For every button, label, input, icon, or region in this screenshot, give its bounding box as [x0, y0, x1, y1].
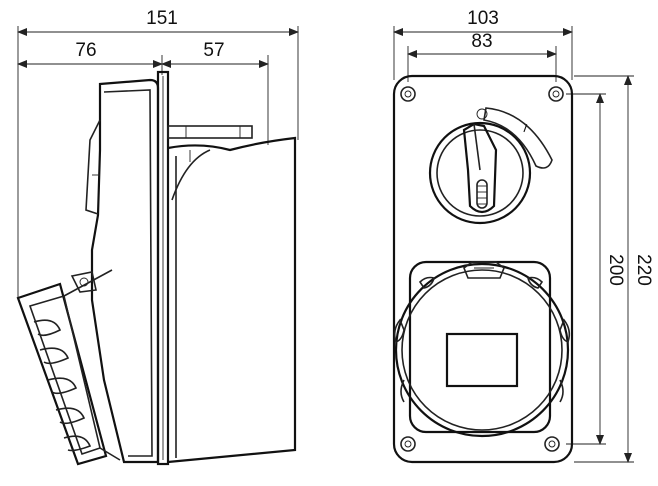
socket-top-tab: [463, 261, 505, 279]
side-top-rib: [167, 125, 253, 139]
dimension-76: 76: [17, 40, 163, 68]
side-cover-inner-line: [103, 89, 153, 457]
dimension-83: 83: [407, 31, 557, 58]
side-rear-curve: [171, 149, 211, 201]
dimension-label-83: 83: [471, 31, 492, 52]
screw-top-left: [400, 86, 416, 102]
dimension-57: 57: [161, 40, 269, 68]
side-rear-box: [167, 136, 297, 464]
dimension-label-57: 57: [203, 40, 224, 61]
dimension-label-200: 200: [605, 254, 626, 286]
dimension-label-220: 220: [633, 254, 654, 286]
switch-knob-handle: [462, 122, 498, 214]
dimension-220: 220: [624, 75, 654, 463]
screw-top-right: [548, 86, 564, 102]
side-lid-ribs: [33, 319, 92, 452]
switch-on-mark: I: [521, 121, 529, 135]
side-cover-bump: [85, 119, 101, 215]
dimension-200: 200: [596, 93, 626, 445]
side-front-cover: [90, 78, 160, 464]
switch-position-arc: [483, 107, 553, 169]
dimension-label-151: 151: [146, 8, 178, 29]
side-view: 151 76 57: [16, 8, 299, 466]
side-flange: [156, 70, 170, 466]
switch-grip: [476, 179, 488, 209]
screw-bottom-left: [400, 436, 416, 452]
dimension-103: 103: [393, 8, 573, 36]
dimension-151: 151: [17, 8, 299, 36]
rotary-switch: I: [428, 107, 553, 225]
label-window: [445, 332, 519, 388]
front-view: 103 83 200 220: [392, 8, 654, 464]
socket-ring: [393, 261, 571, 438]
dimension-label-103: 103: [467, 8, 499, 29]
dimension-label-76: 76: [75, 40, 96, 61]
front-housing: [392, 74, 574, 464]
screw-bottom-right: [544, 436, 560, 452]
side-hinge-ear: [70, 271, 97, 293]
